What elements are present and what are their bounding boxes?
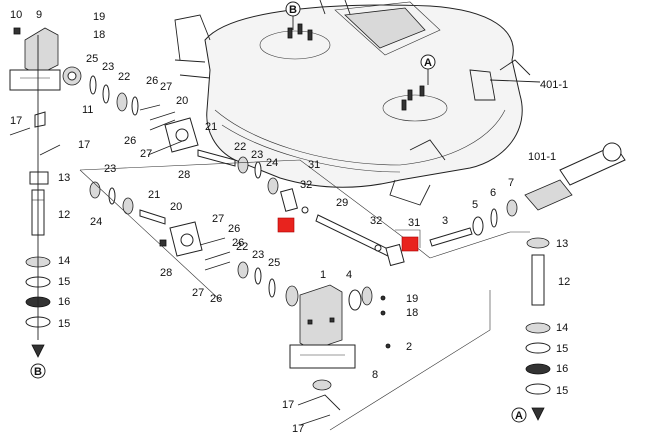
callout-c13b: 13 bbox=[556, 238, 568, 250]
callout-c2: 2 bbox=[406, 341, 412, 353]
callout-c12a: 12 bbox=[58, 209, 70, 221]
callout-c3: 3 bbox=[442, 215, 448, 227]
callout-c31b: 31 bbox=[408, 217, 420, 229]
callout-c27c: 27 bbox=[212, 213, 224, 225]
callout-c20b: 20 bbox=[170, 201, 182, 213]
callout-c27d: 27 bbox=[192, 287, 204, 299]
callout-c9: 9 bbox=[36, 9, 42, 21]
callout-c18b: 18 bbox=[406, 307, 418, 319]
callout-c401: 401-1 bbox=[540, 79, 568, 91]
callout-c26b: 26 bbox=[124, 135, 136, 147]
callout-c22c: 22 bbox=[236, 241, 248, 253]
callout-c26c: 26 bbox=[228, 223, 240, 235]
callout-c20a: 20 bbox=[176, 95, 188, 107]
highlighted-part-right[interactable] bbox=[401, 236, 419, 252]
callout-c17a: 17 bbox=[10, 115, 22, 127]
right-spindle-stack: A bbox=[511, 237, 551, 423]
callout-c26a: 26 bbox=[146, 75, 158, 87]
svg-text:A: A bbox=[424, 57, 432, 69]
callout-c27a: 27 bbox=[160, 81, 172, 93]
callout-c14b: 14 bbox=[556, 322, 568, 334]
callout-c27b: 27 bbox=[140, 148, 152, 160]
callout-c17c: 17 bbox=[282, 399, 294, 411]
mower-deck: B A bbox=[174, 0, 541, 206]
center-gearbox bbox=[289, 284, 391, 426]
callout-c32b: 32 bbox=[370, 215, 382, 227]
callout-c1: 1 bbox=[320, 269, 326, 281]
lower-shaft-assembly bbox=[89, 181, 299, 307]
callout-c15a: 15 bbox=[58, 276, 70, 288]
upper-shaft-assembly bbox=[131, 96, 626, 267]
callout-c19b: 19 bbox=[406, 293, 418, 305]
callout-c15b: 15 bbox=[58, 318, 70, 330]
callout-c7: 7 bbox=[508, 177, 514, 189]
callout-c10: 10 bbox=[10, 9, 22, 21]
assembly-frame-lines bbox=[79, 159, 530, 431]
callout-c23c: 23 bbox=[104, 163, 116, 175]
callout-c23b: 23 bbox=[251, 149, 263, 161]
callout-c13a: 13 bbox=[58, 172, 70, 184]
callout-c29: 29 bbox=[336, 197, 348, 209]
callout-c5: 5 bbox=[472, 199, 478, 211]
callout-c25a: 25 bbox=[86, 53, 98, 65]
callout-c32a: 32 bbox=[300, 179, 312, 191]
callout-c4: 4 bbox=[346, 269, 352, 281]
callout-c28a: 28 bbox=[178, 169, 190, 181]
callout-c11: 11 bbox=[82, 104, 93, 116]
callout-c23d: 23 bbox=[252, 249, 264, 261]
callout-c17b: 17 bbox=[78, 139, 90, 151]
svg-text:A: A bbox=[515, 410, 523, 422]
callout-c6: 6 bbox=[490, 187, 496, 199]
svg-text:B: B bbox=[34, 366, 42, 378]
callout-c31a: 31 bbox=[308, 159, 320, 171]
callout-c17d: 17 bbox=[292, 423, 304, 435]
callout-c22b: 22 bbox=[234, 141, 246, 153]
callout-c12b: 12 bbox=[558, 276, 570, 288]
callout-c15c: 15 bbox=[556, 343, 568, 355]
callout-c8: 8 bbox=[372, 369, 378, 381]
callout-c14a: 14 bbox=[58, 255, 70, 267]
callout-c26e: 26 bbox=[210, 293, 222, 305]
left-gearbox-assembly: B bbox=[9, 27, 128, 379]
callout-c22a: 22 bbox=[118, 71, 130, 83]
callout-c19a: 19 bbox=[93, 11, 105, 23]
callout-c23a: 23 bbox=[102, 61, 114, 73]
callout-c21a: 21 bbox=[205, 121, 217, 133]
callout-c26d: 26 bbox=[232, 237, 244, 249]
svg-text:B: B bbox=[289, 4, 297, 16]
marker-b-left bbox=[30, 363, 46, 379]
callout-c101: 101-1 bbox=[528, 151, 556, 163]
callout-c16a: 16 bbox=[58, 296, 70, 308]
callout-c25b: 25 bbox=[268, 257, 280, 269]
highlighted-part-left[interactable] bbox=[277, 217, 295, 233]
callout-c24a: 24 bbox=[266, 157, 278, 169]
marker-a-right bbox=[511, 407, 527, 423]
callout-c21b: 21 bbox=[148, 189, 160, 201]
callout-c18a: 18 bbox=[93, 29, 105, 41]
callout-c15d: 15 bbox=[556, 385, 568, 397]
callout-c28b: 28 bbox=[160, 267, 172, 279]
callout-c16b: 16 bbox=[556, 363, 568, 375]
callout-c24b: 24 bbox=[90, 216, 102, 228]
